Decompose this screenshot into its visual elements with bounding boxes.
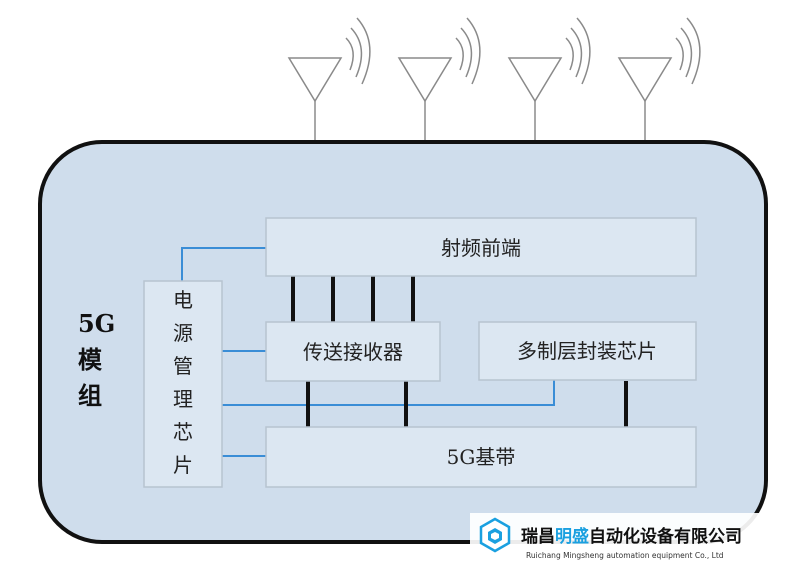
company-name: 瑞昌明盛自动化设备有限公司	[521, 526, 742, 547]
antenna-icon	[397, 17, 481, 142]
module-label-mo: 模	[78, 345, 103, 374]
power-mgmt-char: 电	[173, 288, 193, 312]
module-label-zu: 组	[78, 381, 102, 410]
rf-frontend-label: 射频前端	[441, 236, 521, 260]
package-chip-label: 多制层封装芯片	[517, 339, 657, 363]
power-management-block: 电 源 管 理 芯 片	[143, 280, 223, 488]
power-mgmt-char: 芯	[173, 420, 193, 444]
transceiver-label: 传送接收器	[303, 340, 403, 364]
company-logo-icon	[479, 517, 511, 553]
signal-buses	[291, 276, 628, 427]
power-mgmt-char: 管	[173, 354, 193, 378]
antenna-icon	[617, 17, 701, 142]
antenna-group	[287, 17, 701, 142]
module-label-5g: 5G	[78, 309, 115, 338]
antenna-icon	[287, 17, 371, 142]
baseband-block: 5G基带	[265, 426, 697, 488]
rf-frontend-block: 射频前端	[265, 217, 697, 277]
company-watermark: 瑞昌明盛自动化设备有限公司 Ruichang Mingsheng automat…	[470, 513, 802, 566]
power-connections	[181, 247, 555, 457]
power-mgmt-char: 源	[173, 321, 193, 345]
transceiver-block: 传送接收器	[265, 321, 441, 382]
package-chip-block: 多制层封装芯片	[478, 321, 697, 381]
antenna-icon	[507, 17, 591, 142]
baseband-label: 5G基带	[447, 445, 516, 469]
power-mgmt-char: 理	[173, 387, 193, 411]
company-subtitle: Ruichang Mingsheng automation equipment …	[526, 551, 724, 560]
power-mgmt-char: 片	[173, 453, 193, 477]
